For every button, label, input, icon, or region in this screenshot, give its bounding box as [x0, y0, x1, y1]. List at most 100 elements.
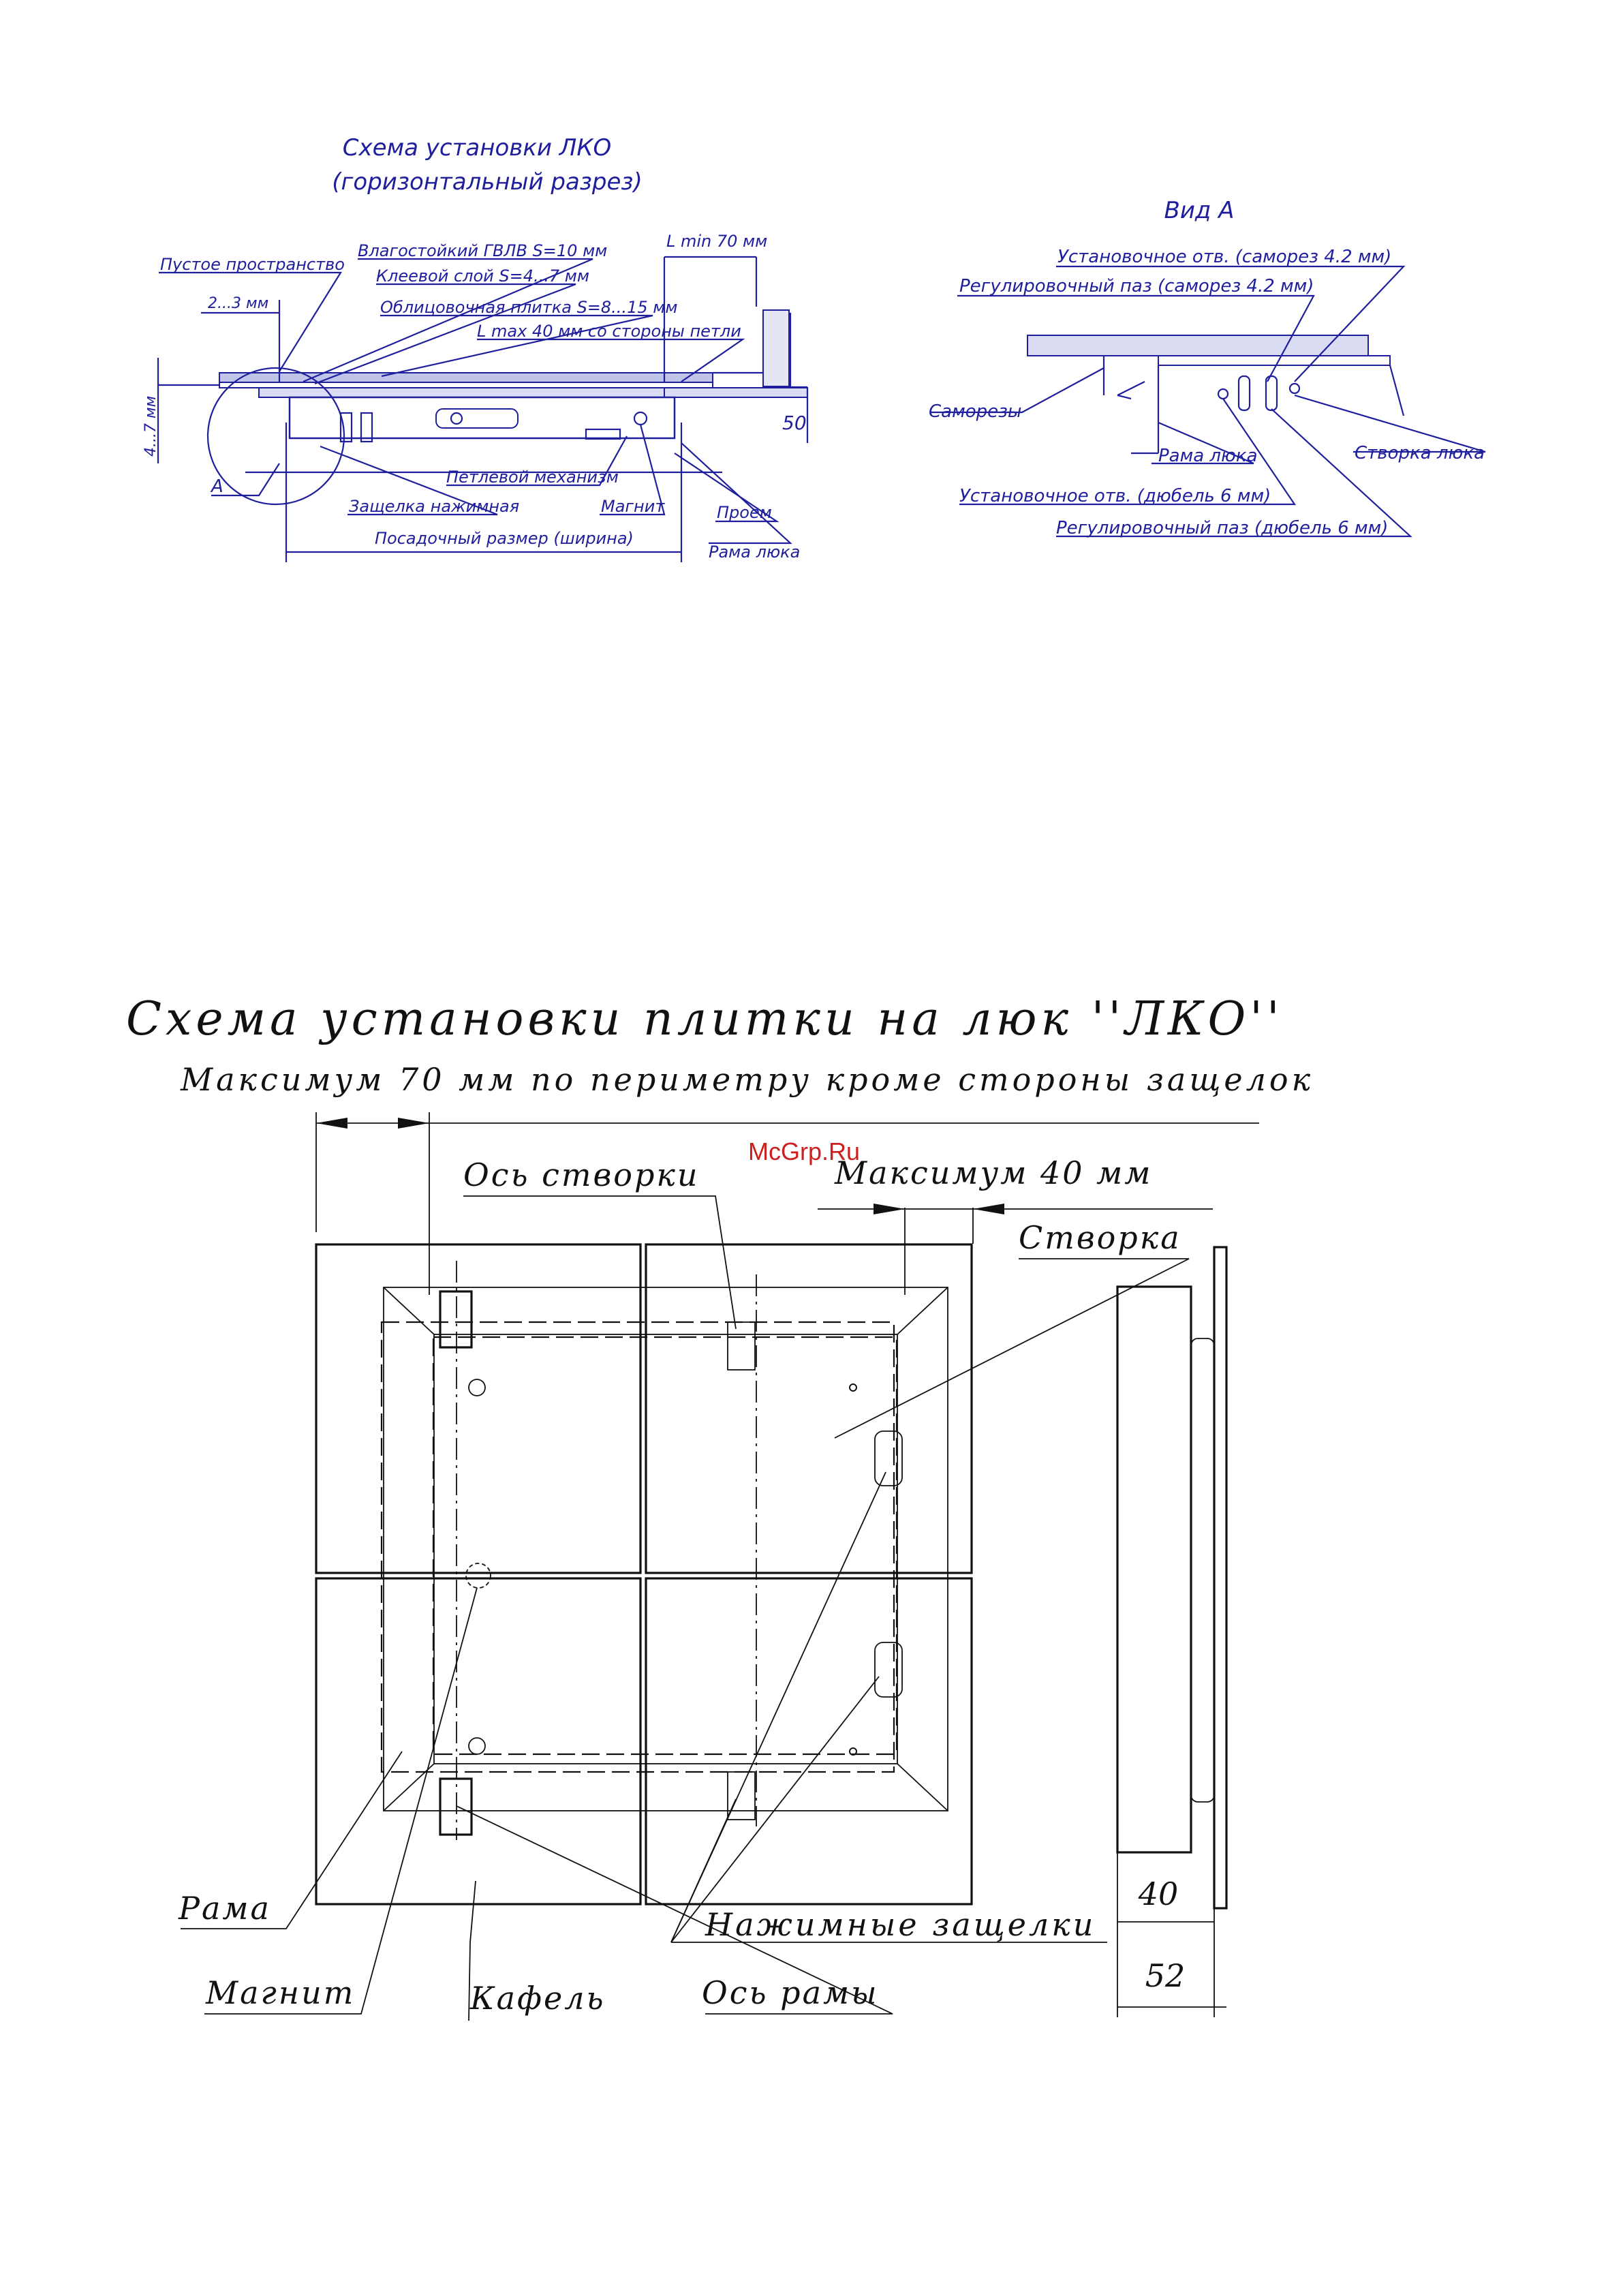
tile-top-left	[315, 1243, 642, 1574]
label-mount-screw: Установочное отв. (саморез 4.2 мм)	[1057, 247, 1391, 267]
slot-2	[360, 412, 373, 443]
label-latch: Защелка нажимная	[349, 497, 519, 516]
leader-adjust-dowel	[1056, 408, 1412, 538]
tile-scheme-subtitle: Максимум 70 мм по периметру кроме сторон…	[180, 1061, 1314, 1098]
leader-door-axis	[463, 1195, 737, 1330]
tile-scheme-title: Схема установки плитки на люк ''ЛКО''	[126, 992, 1284, 1046]
label-empty-space: Пустое пространство	[160, 255, 345, 274]
dim70-arrow-right	[398, 1118, 429, 1129]
bevel-tl	[383, 1287, 435, 1335]
section-view-a: Вид А Установочное отв. (саморез 4.2 мм)…	[929, 197, 1486, 538]
view-a-screw-2	[1117, 394, 1132, 400]
frame-outer	[383, 1287, 948, 1811]
label-view-frame: Рама люка	[1158, 446, 1258, 466]
label-adjust-dowel: Регулировочный паз (дюбель 6 мм)	[1056, 518, 1388, 538]
leader-magnet	[600, 424, 666, 516]
view-a-title: Вид А	[1164, 197, 1235, 224]
label-dim-50: 50	[782, 412, 807, 434]
label-dim-52: 52	[1145, 1957, 1186, 1994]
tile-top-right	[645, 1243, 973, 1574]
label-lmin: L min 70 мм	[666, 232, 767, 251]
tile-layer	[219, 372, 713, 383]
leader-screws	[930, 367, 1104, 414]
magnet-mark	[633, 411, 648, 426]
wall-section	[762, 309, 790, 387]
screw-hole-top	[468, 1379, 486, 1396]
label-door-axis: Ось створки	[463, 1157, 700, 1193]
section-horizontal-cut: Схема установки ЛКО (горизонтальный разр…	[142, 134, 809, 562]
latch-top	[727, 1321, 756, 1371]
screw-hole-bottom	[468, 1737, 486, 1755]
leader-latch	[320, 445, 498, 516]
label-magnet: Магнит	[205, 1974, 355, 2011]
tile-bottom-right	[645, 1577, 973, 1905]
latch-bottom	[727, 1771, 756, 1820]
label-view-a: А	[210, 476, 223, 497]
dim40-arrow-right	[973, 1204, 1004, 1214]
leader-lmax	[477, 338, 745, 382]
label-frame-axis: Ось рамы	[702, 1974, 879, 2011]
gvlv-board	[258, 387, 668, 398]
side-tile	[1213, 1246, 1228, 1910]
label-mount-dowel: Установочное отв. (дюбель 6 мм)	[959, 486, 1271, 506]
bevel-tr	[897, 1287, 948, 1335]
view-a-break	[1389, 365, 1405, 416]
leader-mount-dowel	[959, 398, 1297, 506]
label-door: Створка люка	[1355, 443, 1485, 463]
lock-bottom	[874, 1642, 903, 1698]
leader-door	[834, 1258, 1190, 1439]
detail-a-circle	[206, 367, 345, 506]
side-gap	[1190, 1338, 1215, 1803]
leader-frame-axis	[456, 1805, 893, 2015]
label-door: Створка	[1019, 1219, 1181, 1256]
label-gvlv: Влагостойкий ГВЛВ S=10 мм	[358, 241, 607, 260]
leader-latch-2	[670, 1676, 880, 1943]
tile-bottom-left	[315, 1577, 642, 1905]
label-tile: Облицовочная плитка S=8...15 мм	[380, 298, 677, 317]
dim40-arrow-left	[874, 1204, 905, 1214]
view-a-hole-2	[1288, 382, 1301, 395]
leader-hinge	[446, 435, 628, 487]
label-screws: Саморезы	[929, 401, 1021, 422]
slot-1	[339, 412, 353, 443]
hinge-bottom	[439, 1777, 473, 1836]
view-a-slot-1	[1237, 375, 1251, 412]
hinge-pin	[450, 412, 463, 425]
magnet-circle	[465, 1563, 491, 1589]
leader-view-frame	[1151, 421, 1254, 465]
view-a-screw-1	[1117, 381, 1145, 396]
section1-subtitle: (горизонтальный разрез)	[332, 168, 642, 196]
section-tile-scheme: Схема установки плитки на люк ''ЛКО'' Ма…	[126, 992, 1314, 2021]
leader-adjust-screw	[957, 294, 1315, 382]
label-frame: Рама	[178, 1890, 271, 1927]
leader-frame	[181, 1751, 403, 1929]
label-seat: Посадочный размер (ширина)	[375, 529, 634, 548]
label-dim-4-7: 4...7 мм	[142, 396, 159, 457]
latch-body	[585, 428, 621, 440]
screw-hole-right-top	[849, 1383, 857, 1392]
label-adjust-screw: Регулировочный паз (саморез 4.2 мм)	[959, 276, 1314, 296]
label-dim-40: 40	[1138, 1876, 1179, 1912]
leader-opening	[674, 453, 779, 523]
section1-title: Схема установки ЛКО	[343, 134, 612, 162]
label-hinge: Петлевой механизм	[446, 468, 619, 487]
door-inner-outline	[432, 1336, 898, 1756]
label-max40: Максимум 40 мм	[834, 1154, 1152, 1191]
label-gap: 2...3 мм	[208, 295, 268, 312]
view-a-board	[1027, 335, 1369, 356]
label-magnet: Магнит	[601, 497, 665, 516]
leader-mount-screw	[1056, 265, 1406, 382]
leader-latch-3	[670, 1471, 886, 1943]
leader-tile	[468, 1880, 476, 2021]
hinge-top	[439, 1290, 473, 1349]
leader-frame	[681, 442, 792, 545]
screw-hole-right-bottom	[849, 1747, 857, 1756]
gvlv-board-right	[664, 387, 808, 398]
view-a-hole	[1217, 388, 1229, 400]
frame-inner	[433, 1334, 898, 1764]
label-frame: Рама люка	[709, 542, 800, 562]
leader-empty-space	[159, 271, 342, 372]
lock-top	[874, 1430, 903, 1486]
